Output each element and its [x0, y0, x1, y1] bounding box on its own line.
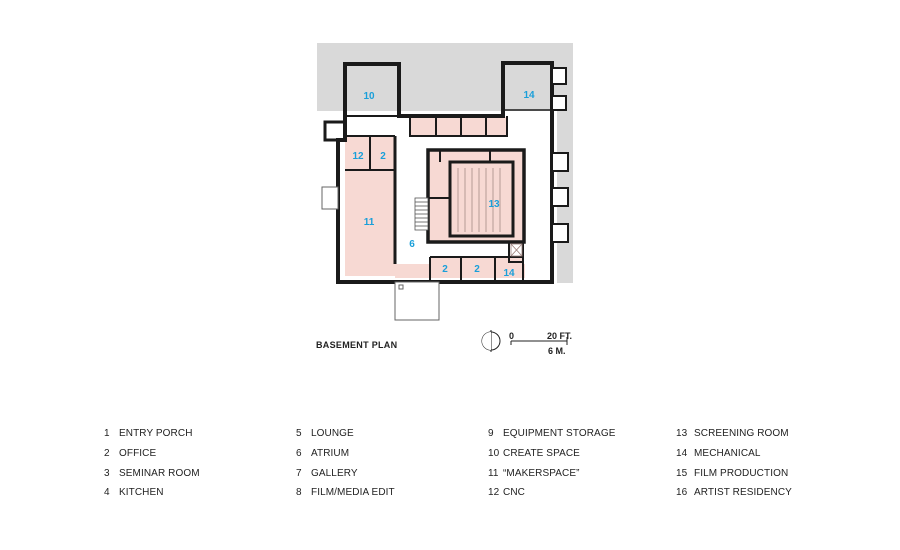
legend-number: 13 — [676, 428, 688, 439]
room-label-mechanical-top: 14 — [523, 90, 535, 101]
legend-number: 8 — [296, 487, 302, 499]
room-label-makerspace: 11 — [364, 217, 375, 228]
room-label-office-bottom-a: 2 — [442, 264, 448, 275]
legend-label: FILM PRODUCTION — [694, 467, 789, 479]
room-label-office-left: 2 — [380, 151, 386, 162]
scale-feet: 20 FT. — [547, 331, 572, 341]
legend-number: 10 — [488, 447, 500, 459]
legend-label: MECHANICAL — [694, 447, 761, 459]
scale-bar: 0 20 FT. 6 M. — [509, 331, 572, 356]
legend-number: 16 — [676, 487, 688, 499]
entry-well — [321, 186, 440, 321]
legend-item: 6 ATRIUM — [296, 448, 486, 468]
room-label-mechanical-bottom: 14 — [503, 268, 515, 279]
legend-column: 5 LOUNGE 6 ATRIUM 7 GALLERY 8 FILM/MEDIA EDI… — [296, 428, 486, 507]
scale-meters: 6 M. — [548, 346, 566, 356]
legend-item: 9 EQUIPMENT STORAGE — [488, 428, 678, 448]
legend-item: 13 SCREENING ROOM — [676, 428, 866, 448]
legend-label: OFFICE — [119, 447, 157, 459]
legend-label: FILM/MEDIA EDIT — [311, 487, 395, 499]
plan-title: BASEMENT PLAN — [316, 340, 397, 350]
legend-number: 6 — [296, 447, 302, 459]
mechanical-shaft — [510, 243, 523, 257]
legend-label: “MAKERSPACE” — [503, 467, 580, 479]
office-row-top-fill — [410, 117, 507, 136]
legend-number: 1 — [104, 428, 110, 439]
staircase — [414, 197, 429, 231]
legend-item: 14 MECHANICAL — [676, 448, 866, 468]
legend-number: 2 — [104, 447, 110, 459]
north-arrow-icon — [481, 330, 501, 352]
legend-number: 4 — [104, 487, 110, 499]
legend-number: 3 — [104, 467, 110, 479]
legend-number: 9 — [488, 428, 494, 439]
legend-number: 11 — [488, 467, 499, 479]
legend-item: 16 ARTIST RESIDENCY — [676, 487, 866, 507]
legend-number: 15 — [676, 467, 688, 479]
legend-label: KITCHEN — [119, 487, 164, 499]
room-label-office-bottom-b: 2 — [474, 264, 480, 275]
legend-item: 2 OFFICE — [104, 448, 294, 468]
legend-number: 14 — [676, 447, 688, 459]
legend-label: SEMINAR ROOM — [119, 467, 200, 479]
legend-item: 7 GALLERY — [296, 468, 486, 488]
room-fills — [345, 117, 525, 278]
legend-label: CNC — [503, 487, 525, 499]
screening-room-fill — [428, 150, 524, 242]
legend-number: 5 — [296, 428, 302, 439]
legend-label: SCREENING ROOM — [694, 428, 789, 439]
scale-zero: 0 — [509, 331, 514, 341]
legend-item: 4 KITCHEN — [104, 487, 294, 507]
legend-label: GALLERY — [311, 467, 358, 479]
legend-number: 12 — [488, 487, 500, 499]
legend-item: 15 FILM PRODUCTION — [676, 468, 866, 488]
room-label-create-space: 10 — [363, 91, 375, 102]
legend-item: 5 LOUNGE — [296, 428, 486, 448]
legend-label: ARTIST RESIDENCY — [694, 487, 792, 499]
room-label-atrium: 6 — [409, 239, 415, 250]
legend-number: 7 — [296, 467, 302, 479]
legend-label: LOUNGE — [311, 428, 354, 439]
office-row-bottom-fill — [430, 257, 523, 278]
legend-column: 13 SCREENING ROOM 14 MECHANICAL 15 FILM PRO… — [676, 428, 866, 507]
legend-label: CREATE SPACE — [503, 447, 580, 459]
legend-label: ENTRY PORCH — [119, 428, 193, 439]
screening-seating — [457, 168, 501, 232]
legend-label: EQUIPMENT STORAGE — [503, 428, 616, 439]
room-labels: 10 14 12 2 11 6 13 2 2 14 — [352, 90, 535, 279]
legend-item: 8 FILM/MEDIA EDIT — [296, 487, 486, 507]
legend-column: 1 ENTRY PORCH 2 OFFICE 3 SEMINAR ROOM 4 KITC… — [104, 428, 294, 507]
room-label-cnc: 12 — [352, 151, 364, 162]
legend-item: 3 SEMINAR ROOM — [104, 468, 294, 488]
legend-item: 1 ENTRY PORCH — [104, 428, 294, 448]
legend-label: ATRIUM — [311, 447, 350, 459]
room-label-screening-room: 13 — [488, 199, 500, 210]
legend-item: 11 “MAKERSPACE” — [488, 468, 678, 488]
window-wells — [551, 67, 569, 243]
